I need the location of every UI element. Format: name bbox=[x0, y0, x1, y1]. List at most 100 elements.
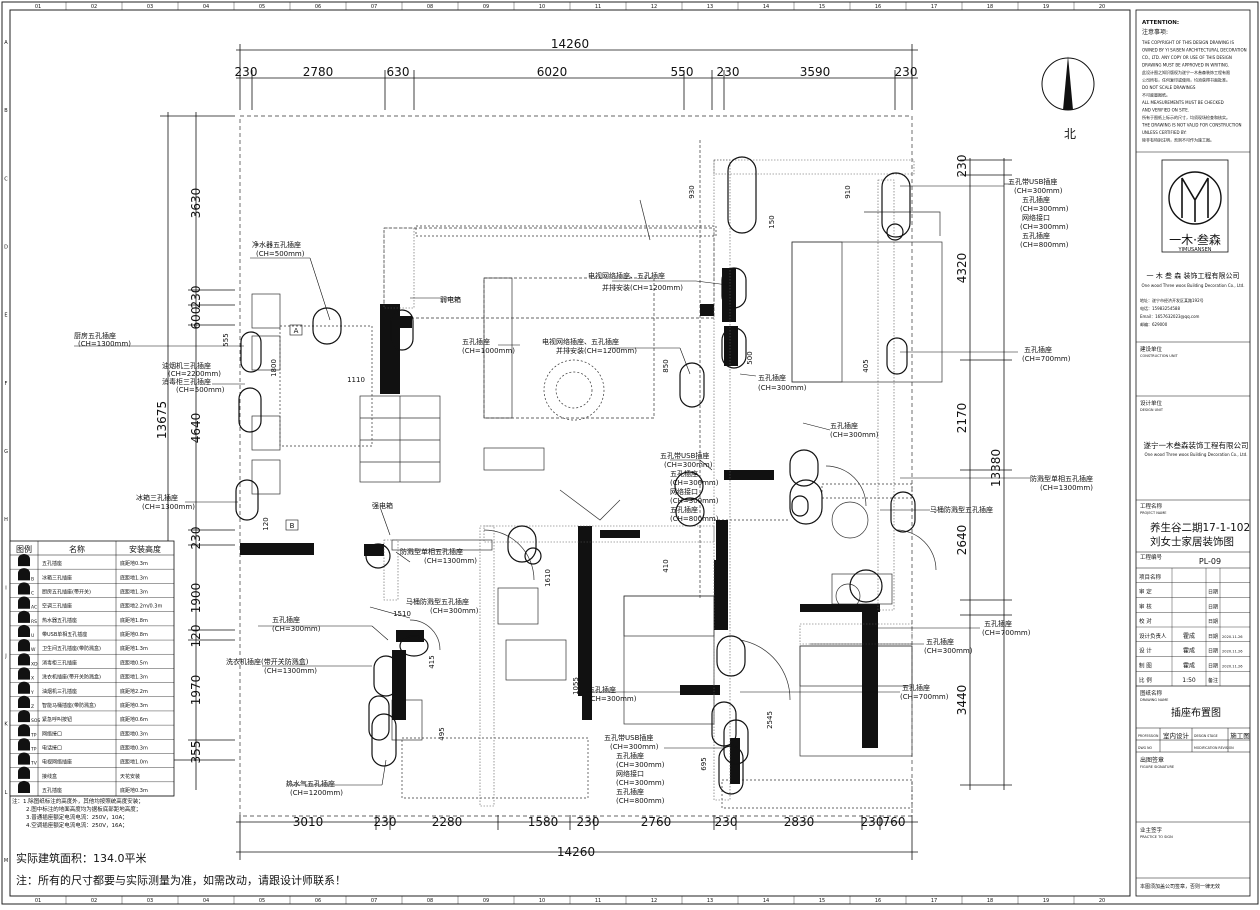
ann19-title: 马桶防溅型五孔插座 bbox=[930, 505, 993, 514]
dim-l8: 355 bbox=[189, 741, 203, 764]
attention-line: DO NOT SCALE DRAWINGS bbox=[1142, 85, 1196, 90]
outlet-icon bbox=[723, 719, 749, 765]
construction-unit-cn: 建设单位 bbox=[1140, 345, 1163, 353]
column-number: 02 bbox=[91, 898, 97, 904]
tb-row-date-label: 日期 bbox=[1208, 590, 1218, 596]
tb-row-date: 2020.11.26 bbox=[1222, 664, 1243, 668]
outlet-icon bbox=[373, 655, 399, 697]
legend-code: Y bbox=[30, 690, 34, 696]
dim-l3: 4640 bbox=[189, 413, 203, 444]
legend-notes: 注：1.除图纸标注的高度外，其他均按照统高度安装； 2.图中标注的地面高度均为据… bbox=[12, 797, 144, 829]
legend-code: W bbox=[31, 647, 36, 653]
legend-code: XD bbox=[31, 661, 38, 667]
legend-name: 智能马桶插座(带防溅盒) bbox=[42, 702, 96, 709]
outlet-icon bbox=[716, 635, 746, 677]
dim-b9: 760 bbox=[883, 815, 906, 829]
leader-lines bbox=[74, 183, 1030, 786]
legend-code: SOS bbox=[31, 718, 40, 724]
row-letter: A bbox=[4, 40, 8, 46]
ann22-x4: 五孔插座 bbox=[1022, 231, 1050, 240]
column-number: 10 bbox=[539, 4, 545, 10]
ann18-x1: (CH=300mm) bbox=[670, 479, 719, 487]
ann27-x0: 五孔插座 bbox=[616, 751, 644, 760]
project-name-0: 养生谷二期17-1-102 bbox=[1150, 521, 1250, 534]
dim-b7: 2830 bbox=[784, 815, 815, 829]
drawing-name-en: DRAWING NAME bbox=[1140, 698, 1168, 702]
ann4-title: 油烟机三孔插座 bbox=[162, 361, 211, 370]
legend-code: U bbox=[31, 633, 34, 639]
ann6-title: 冰箱三孔插座 bbox=[136, 493, 178, 502]
legend-code: TV bbox=[30, 761, 38, 767]
ann22-title: 五孔带USB插座 bbox=[1008, 177, 1057, 186]
tb-row-label: 设计负责人 bbox=[1139, 632, 1167, 640]
legend-name: 五孔插座 bbox=[42, 787, 62, 794]
ann18-x0: 五孔插座 bbox=[670, 469, 698, 478]
ann12-sub: (CH=1200mm) bbox=[290, 789, 343, 797]
outlet-icon bbox=[789, 479, 823, 525]
legend-height: 底距地1.3m bbox=[120, 674, 148, 681]
column-number: 17 bbox=[931, 4, 937, 10]
legend-symbol-icon bbox=[18, 766, 30, 779]
column-number: 20 bbox=[1099, 4, 1105, 10]
legend-code: RS bbox=[31, 619, 37, 625]
tb-row-date-label: 日期 bbox=[1208, 604, 1218, 610]
ann15-sub: 并排安装(CH=1200mm) bbox=[556, 346, 637, 355]
column-number: 16 bbox=[875, 4, 881, 10]
dimension-texts: 14260 230 2780 630 6020 550 230 3590 230… bbox=[155, 37, 1003, 859]
legend-header-height: 安装高度 bbox=[129, 544, 161, 554]
legend-height: 底距地0.8m bbox=[120, 631, 148, 638]
ann1-title: 净水器五孔插座 bbox=[252, 240, 301, 249]
legend-height: 底距地1.3m bbox=[120, 574, 148, 581]
ann18-sub: (CH=300mm) bbox=[664, 461, 713, 469]
attention-cn: 注意事项: bbox=[1142, 28, 1168, 36]
ann23-title: 五孔插座 bbox=[984, 619, 1012, 628]
row-letter: K bbox=[4, 722, 8, 728]
dim-i10: 2545 bbox=[766, 711, 774, 729]
dwg-no-label: DWG NO bbox=[1138, 746, 1152, 750]
column-number: 03 bbox=[147, 4, 153, 10]
attention-line: DRAWING MUST BE APPROVED IN WRITING. bbox=[1142, 63, 1229, 68]
legend-symbol-icon bbox=[18, 709, 30, 723]
outlet-icon bbox=[240, 331, 262, 373]
ann5-title: 消毒柜三孔插座 bbox=[162, 377, 211, 386]
legend-symbol-icon bbox=[18, 724, 30, 737]
dim-t4: 550 bbox=[671, 65, 694, 79]
legend-note-2: 3.普通插座额定电流电流：250V，10A； bbox=[26, 813, 128, 821]
ann27-x2: 网络接口 bbox=[616, 769, 644, 778]
ann15-title: 电视网络插座、五孔插座 bbox=[542, 337, 619, 346]
company-logo: 一木·叁森 YIMUSANSEN bbox=[1161, 159, 1229, 253]
column-number: 20 bbox=[1099, 898, 1105, 904]
drawing-name-label: 图纸名称 bbox=[1140, 689, 1163, 697]
dim-b6: 230 bbox=[715, 815, 738, 829]
ann20-title: 防溅型单相五孔插座 bbox=[1030, 474, 1093, 483]
column-number: 14 bbox=[763, 4, 769, 10]
dim-b5: 2760 bbox=[641, 815, 672, 829]
dim-t2: 630 bbox=[387, 65, 410, 79]
ann11-sub: (CH=1300mm) bbox=[264, 667, 317, 675]
row-letter: L bbox=[5, 790, 8, 796]
row-letter: G bbox=[4, 449, 8, 455]
ann20-sub: (CH=1300mm) bbox=[1040, 484, 1093, 492]
row-letter: B bbox=[4, 108, 8, 114]
design-stage: 施工图 bbox=[1230, 731, 1250, 740]
ann25-title: 五孔插座 bbox=[902, 683, 930, 692]
legend-height: 底距地0.3m bbox=[120, 702, 148, 709]
ann22-x2: 网络接口 bbox=[1022, 213, 1050, 222]
legend-height: 底距地1.3m bbox=[120, 589, 148, 596]
legend-name: 带USB单相五孔插座 bbox=[42, 631, 87, 638]
attention-line: 此设计图之知识版权为遂宁一木叁森装饰工程有限 bbox=[1142, 69, 1230, 75]
top-total-dim: 14260 bbox=[551, 37, 589, 51]
dim-i12: 495 bbox=[438, 727, 446, 740]
attention-line: 除非有特别注明，否则不可作为施工图。 bbox=[1142, 137, 1214, 143]
room-tag-a: A bbox=[294, 327, 299, 335]
right-total-dim: 13380 bbox=[989, 449, 1003, 487]
outlet-icon bbox=[507, 525, 537, 563]
title-block: ATTENTION: 注意事项: THE COPYRIGHT OF THIS D… bbox=[1135, 9, 1251, 897]
column-number: 07 bbox=[371, 4, 377, 10]
ann2-title: 弱电箱 bbox=[440, 295, 461, 304]
legend-name: 洗衣机插座(带开关防溅盒) bbox=[42, 674, 101, 681]
dim-l7: 1970 bbox=[189, 675, 203, 706]
